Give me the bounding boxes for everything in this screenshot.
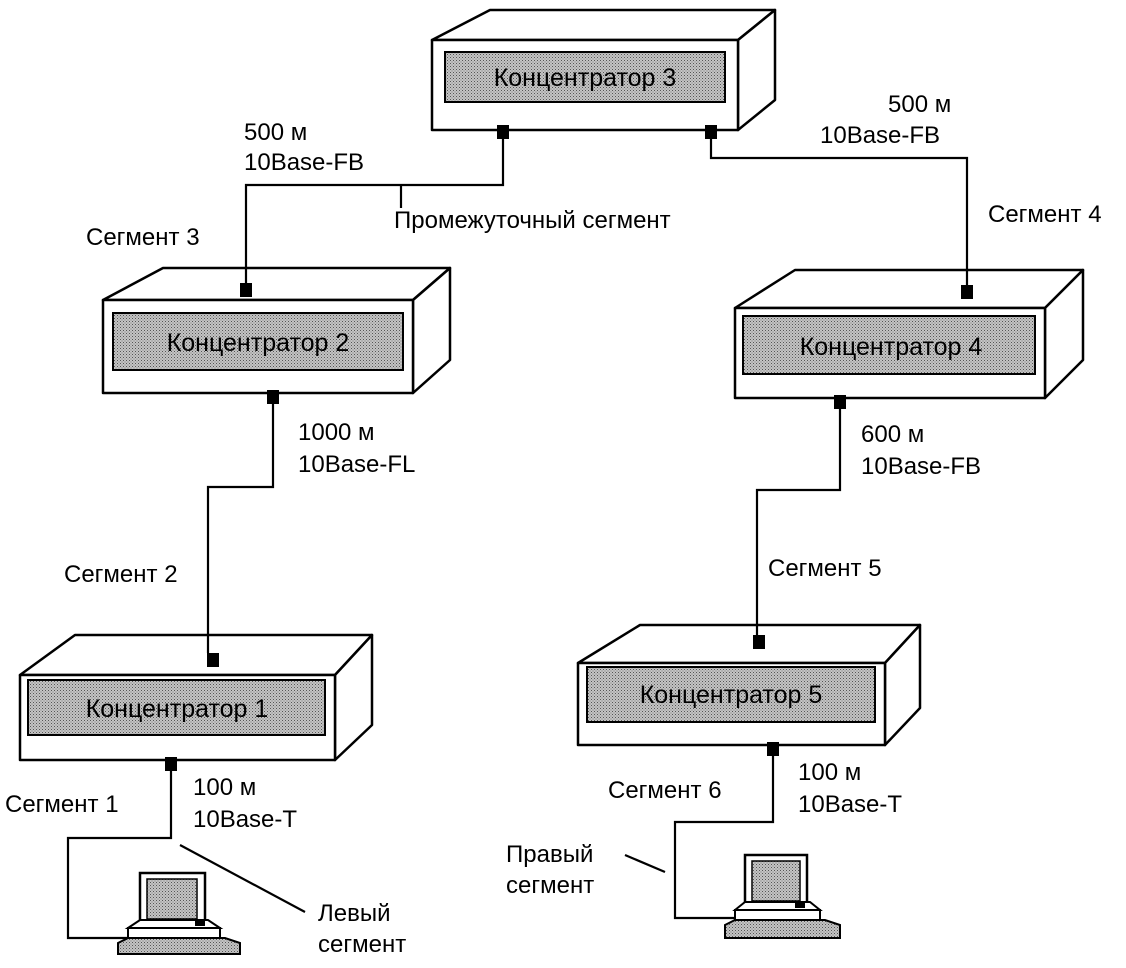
link-2-medium: 10Base-FL xyxy=(298,451,415,478)
hub-2-port-bottom xyxy=(267,390,279,404)
hub-2: Концентратор 2 xyxy=(101,266,452,404)
hub-3-name: Концентратор 3 xyxy=(494,64,677,92)
segment-5-label: Сегмент 5 xyxy=(768,555,882,582)
cable-segment-4 xyxy=(709,139,969,285)
cable-segment-1 xyxy=(66,771,173,940)
hub-1-port-bottom xyxy=(165,757,177,771)
hub-4-label-panel xyxy=(742,315,1036,375)
hub-3-port-right xyxy=(705,125,717,139)
link-1-medium: 10Base-T xyxy=(193,806,297,833)
hub-1: Концентратор 1 xyxy=(18,633,374,771)
segment-3-label: Сегмент 3 xyxy=(86,224,200,251)
link-6-medium: 10Base-T xyxy=(798,791,902,818)
cable-segment-2 xyxy=(206,404,275,653)
left-segment-label-line2: сегмент xyxy=(318,931,406,958)
hub-4-port-bottom xyxy=(834,395,846,409)
hub-4-name: Концентратор 4 xyxy=(800,333,983,361)
segment-4-label: Сегмент 4 xyxy=(988,201,1102,228)
hub-1-port-top xyxy=(207,653,219,667)
hub-5-port-bottom xyxy=(767,742,779,756)
hub-3: Концентратор 3 xyxy=(430,8,777,139)
segment-2-label: Сегмент 2 xyxy=(64,561,178,588)
link-2-length: 1000 м xyxy=(298,419,375,446)
hub-1-label-panel xyxy=(27,679,326,736)
link-1-length: 100 м xyxy=(193,774,256,801)
segment-6-label: Сегмент 6 xyxy=(608,777,722,804)
hub-5: Концентратор 5 xyxy=(576,623,922,756)
hub-4: Концентратор 4 xyxy=(733,268,1085,409)
hub-5-name: Концентратор 5 xyxy=(640,681,823,709)
link-4-medium: 10Base-FB xyxy=(820,122,940,149)
hub-2-port-top xyxy=(240,283,252,297)
link-6-length: 100 м xyxy=(798,759,861,786)
computer-right-icon xyxy=(724,853,841,939)
left-segment-pointer xyxy=(179,844,306,913)
right-segment-label-line2: сегмент xyxy=(506,872,594,899)
intermediate-segment-label: Промежуточный сегмент xyxy=(394,207,671,234)
hub-5-port-top xyxy=(753,635,765,649)
right-segment-pointer xyxy=(624,853,666,874)
segment-1-label: Сегмент 1 xyxy=(5,791,119,818)
right-segment-label-line1: Правый xyxy=(506,841,593,868)
hub-3-port-left xyxy=(497,125,509,139)
computer-left-icon xyxy=(117,871,241,955)
link-4-length: 500 м xyxy=(888,91,951,118)
link-3-medium: 10Base-FB xyxy=(244,149,364,176)
cable-segment-6 xyxy=(673,756,775,920)
link-5-medium: 10Base-FB xyxy=(861,453,981,480)
hub-5-label-panel xyxy=(586,666,876,723)
link-5-length: 600 м xyxy=(861,421,924,448)
cable-segment-3 xyxy=(244,139,505,283)
hub-2-label-panel xyxy=(112,312,404,371)
link-3-length: 500 м xyxy=(244,119,307,146)
cable-segment-5 xyxy=(755,409,842,635)
left-segment-label-line1: Левый xyxy=(318,900,391,927)
hub-3-label-panel xyxy=(444,51,726,103)
hub-2-name: Концентратор 2 xyxy=(167,329,350,357)
hub-1-name: Концентратор 1 xyxy=(86,695,269,723)
hub-4-port-top xyxy=(961,285,973,299)
